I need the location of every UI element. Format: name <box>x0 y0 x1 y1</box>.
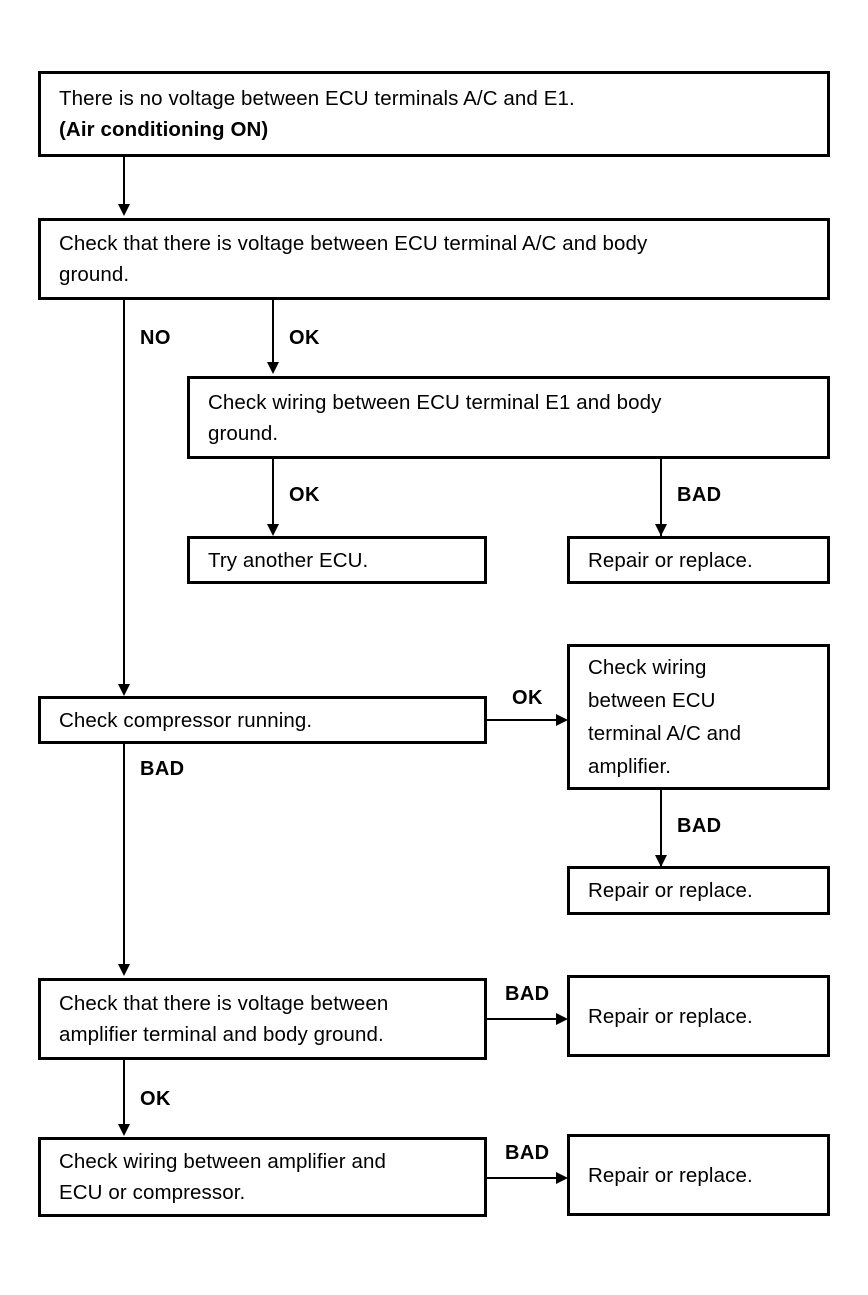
node-check-ac-body-ground: Check that there is voltage between ECU … <box>38 218 830 300</box>
edge-label-bad-5: BAD <box>505 1142 550 1164</box>
connector-bad-2 <box>660 790 662 871</box>
connector-bad-4 <box>487 1018 559 1020</box>
node-repair-replace-1: Repair or replace. <box>567 536 830 584</box>
edge-label-bad-2: BAD <box>677 815 722 837</box>
edge-label-bad-1: BAD <box>677 484 722 506</box>
node-check-compressor-line-1: Check compressor running. <box>59 708 313 732</box>
node-repair-replace-4-line-1: Repair or replace. <box>588 1163 753 1187</box>
node-repair-replace-4: Repair or replace. <box>567 1134 830 1216</box>
node-check-e1-wiring: Check wiring between ECU terminal E1 and… <box>187 376 830 459</box>
node-check-ac-amplifier-wiring: Check wiring between ECU terminal A/C an… <box>567 644 830 790</box>
node-repair-replace-2: Repair or replace. <box>567 866 830 915</box>
node-check-amplifier-wiring-line-1: Check wiring between amplifier and <box>59 1150 387 1173</box>
arrow-ok-3 <box>556 714 568 726</box>
arrow-bad-4 <box>556 1013 568 1025</box>
connector-bad-1 <box>660 459 662 550</box>
node-check-ac-amplifier-wiring-line-4: amplifier. <box>588 755 672 778</box>
connector-ok-1 <box>272 300 274 364</box>
edge-label-ok-4: OK <box>140 1088 171 1110</box>
arrow-bad-2 <box>655 855 667 867</box>
node-check-ac-body-ground-line-2: ground. <box>59 263 130 286</box>
connector-ok-4 <box>123 1060 125 1133</box>
node-check-ac-body-ground-line-1: Check that there is voltage between ECU … <box>59 232 648 255</box>
edge-label-bad-4: BAD <box>505 983 550 1005</box>
node-check-ac-amplifier-wiring-line-2: between ECU <box>588 689 716 712</box>
node-check-ac-amplifier-wiring-line-1: Check wiring <box>588 656 707 679</box>
edge-label-ok-2: OK <box>289 484 320 506</box>
node-repair-replace-1-line-1: Repair or replace. <box>588 548 753 572</box>
connector-no-branch <box>123 300 125 694</box>
node-start: There is no voltage between ECU terminal… <box>38 71 830 157</box>
node-check-ac-amplifier-wiring-line-3: terminal A/C and <box>588 722 742 745</box>
node-check-compressor: Check compressor running. <box>38 696 487 744</box>
arrow-start-to-check-ac <box>118 204 130 216</box>
connector-bad-5 <box>487 1177 559 1179</box>
node-check-e1-wiring-line-1: Check wiring between ECU terminal E1 and… <box>208 390 662 414</box>
node-start-line-2: (Air conditioning ON) <box>59 118 269 141</box>
connector-ok-3 <box>487 719 559 721</box>
connector-start-to-check-ac <box>123 157 125 206</box>
edge-label-ok-3: OK <box>512 687 543 709</box>
node-repair-replace-3: Repair or replace. <box>567 975 830 1057</box>
edge-label-ok-1: OK <box>289 327 320 349</box>
arrow-bad-5 <box>556 1172 568 1184</box>
arrow-no-branch-to-compressor <box>118 684 130 696</box>
edge-label-bad-3: BAD <box>140 758 185 780</box>
node-start-line-1: There is no voltage between ECU terminal… <box>59 87 575 110</box>
connector-bad-3 <box>123 744 125 972</box>
node-try-another-ecu: Try another ECU. <box>187 536 487 584</box>
arrow-bad-1 <box>655 524 667 536</box>
node-check-amplifier-voltage-line-2: amplifier terminal and body ground. <box>59 1023 384 1046</box>
connector-ok-2 <box>272 459 274 527</box>
edge-label-no-1: NO <box>140 327 171 349</box>
arrow-ok-2 <box>267 524 279 536</box>
arrow-bad-3 <box>118 964 130 976</box>
node-check-e1-wiring-line-2: ground. <box>208 421 279 445</box>
node-try-another-ecu-line-1: Try another ECU. <box>208 548 369 572</box>
node-check-amplifier-voltage: Check that there is voltage between ampl… <box>38 978 487 1060</box>
node-check-amplifier-wiring-line-2: ECU or compressor. <box>59 1181 246 1204</box>
node-check-amplifier-voltage-line-1: Check that there is voltage between <box>59 992 389 1015</box>
node-repair-replace-3-line-1: Repair or replace. <box>588 1004 753 1028</box>
arrow-ok-4 <box>118 1124 130 1136</box>
node-repair-replace-2-line-1: Repair or replace. <box>588 879 753 902</box>
node-check-amplifier-wiring: Check wiring between amplifier and ECU o… <box>38 1137 487 1217</box>
arrow-ok-1 <box>267 362 279 374</box>
